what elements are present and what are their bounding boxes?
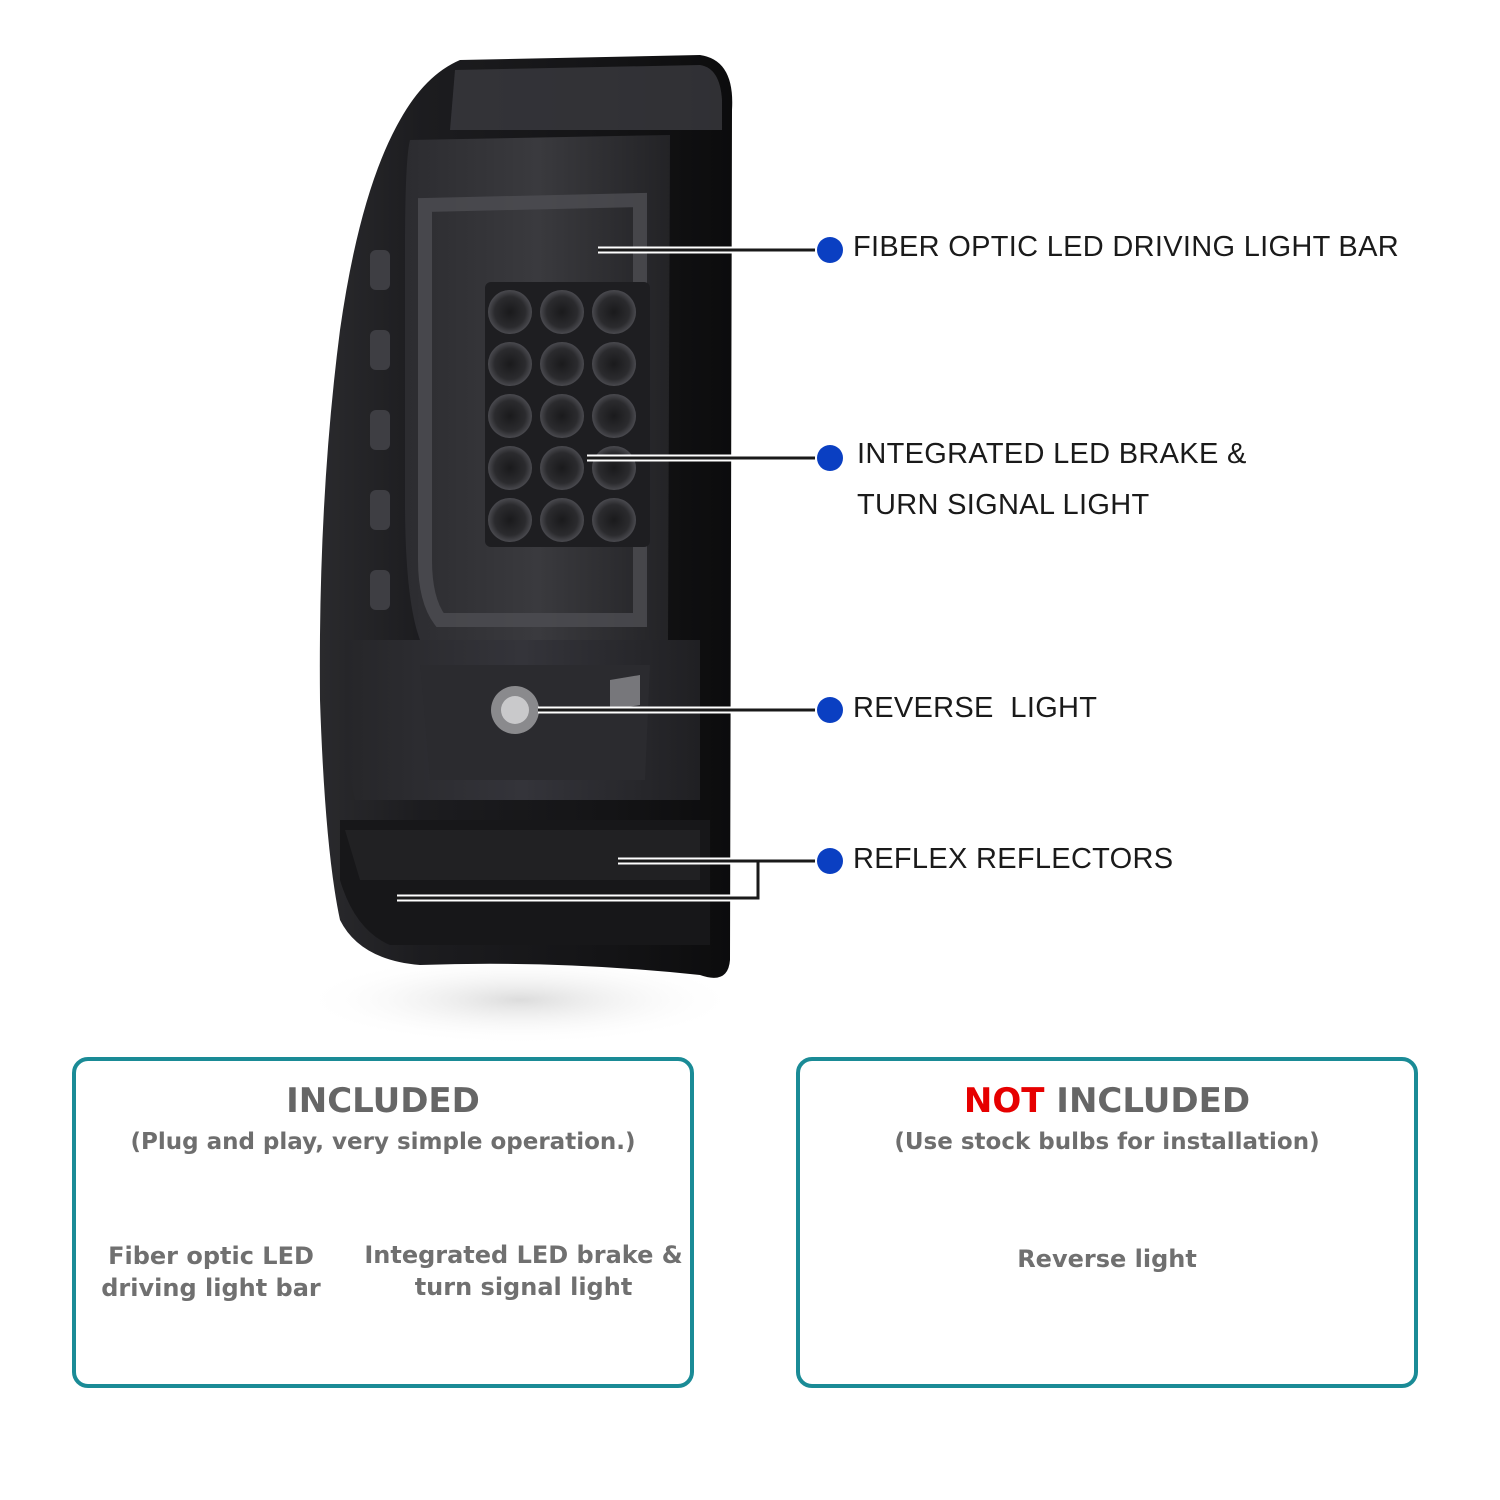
not-included-item-reverse: Reverse light xyxy=(1017,1245,1197,1273)
callout-dot-icon xyxy=(817,445,843,471)
not-included-subtitle: (Use stock bulbs for installation) xyxy=(894,1129,1320,1155)
led-diode xyxy=(592,342,636,386)
callout-fiber-optic: FIBER OPTIC LED DRIVING LIGHT BAR xyxy=(853,231,1399,263)
led-diode xyxy=(540,394,584,438)
led-diode xyxy=(592,446,636,490)
callout-dot-icon xyxy=(817,848,843,874)
callout-dot-icon xyxy=(817,237,843,263)
led-diode xyxy=(592,394,636,438)
led-diode xyxy=(488,290,532,334)
led-diode xyxy=(488,446,532,490)
included-subtitle: (Plug and play, very simple operation.) xyxy=(130,1129,636,1155)
callout-reverse-light: REVERSE LIGHT xyxy=(853,692,1098,724)
included-item-brake-turn: Integrated LED brake & turn signal light xyxy=(364,1241,683,1301)
led-diode xyxy=(488,498,532,542)
led-diode xyxy=(488,342,532,386)
not-included-box: NOT INCLUDED (Use stock bulbs for instal… xyxy=(796,1057,1418,1388)
led-diode xyxy=(540,498,584,542)
included-box: INCLUDED (Plug and play, very simple ope… xyxy=(72,1057,694,1388)
led-diode xyxy=(488,394,532,438)
not-included-title-rest: INCLUDED xyxy=(1044,1081,1251,1121)
callout-reflex-reflectors: REFLEX REFLECTORS xyxy=(853,843,1174,875)
led-diode xyxy=(540,290,584,334)
not-included-title: NOT INCLUDED xyxy=(800,1081,1414,1121)
led-diode xyxy=(592,498,636,542)
led-diode xyxy=(540,446,584,490)
included-item-fiber-optic: Fiber optic LED driving light bar xyxy=(101,1242,321,1302)
led-diode xyxy=(592,290,636,334)
callout-brake-turn-line2: TURN SIGNAL LIGHT xyxy=(857,489,1150,521)
callout-brake-turn-line1: INTEGRATED LED BRAKE & xyxy=(857,438,1247,470)
led-diode xyxy=(540,342,584,386)
callout-dot-icon xyxy=(817,697,843,723)
included-title: INCLUDED xyxy=(286,1081,480,1121)
not-emphasis: NOT xyxy=(963,1081,1045,1121)
